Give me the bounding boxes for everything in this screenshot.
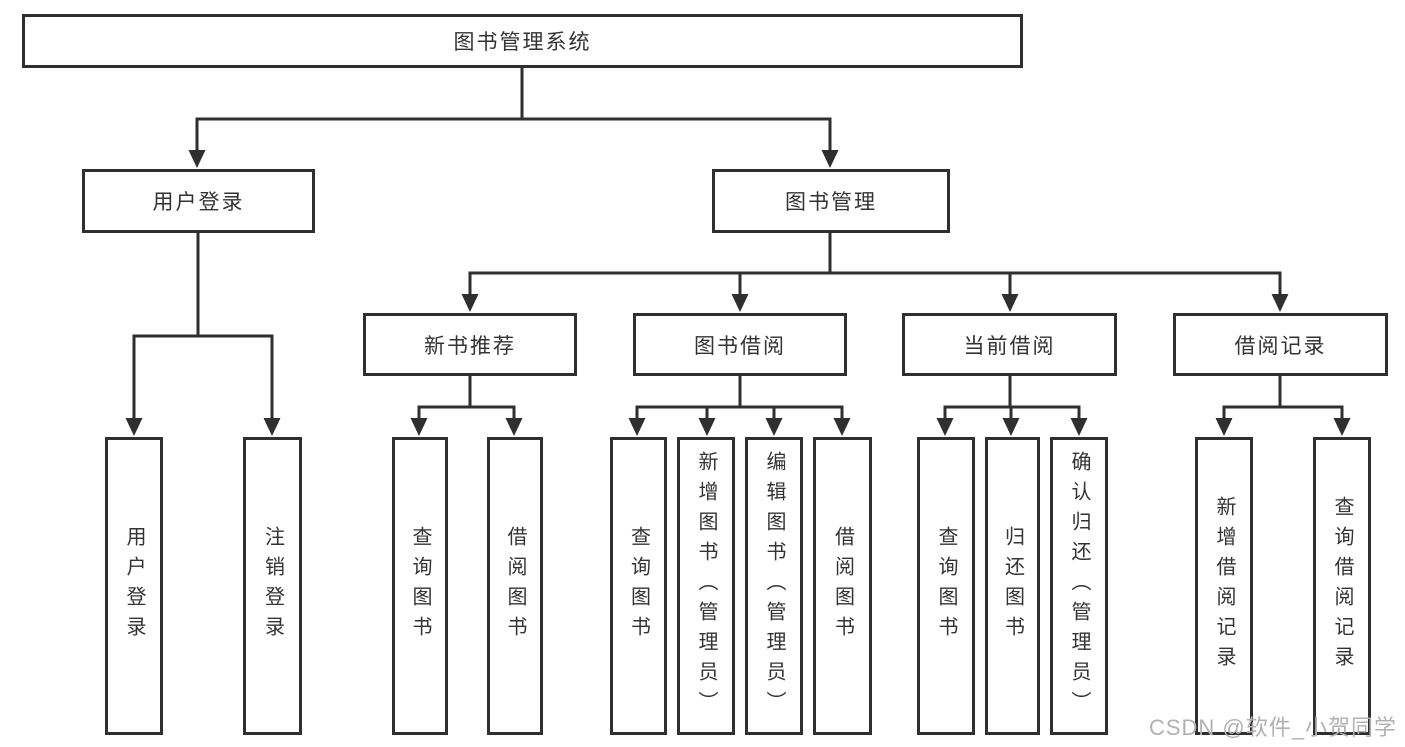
node-new-book-recommendation: 新书推荐 (363, 313, 577, 376)
node-leaf-cb-return-books: 归还图书 (985, 437, 1040, 735)
node-current-borrowing: 当前借阅 (902, 313, 1117, 376)
node-leaf-rec-borrow-books: 借阅图书 (487, 437, 543, 735)
node-leaf-bb-add-books-admin: 新增图书（管理员） (677, 437, 735, 735)
node-leaf-cb-confirm-return-admin: 确认归还（管理员） (1050, 437, 1108, 735)
node-leaf-user-login: 用户登录 (105, 437, 163, 735)
node-leaf-bb-query-books: 查询图书 (610, 437, 667, 735)
node-leaf-br-query-record: 查询借阅记录 (1313, 437, 1371, 735)
node-leaf-rec-query-books: 查询图书 (392, 437, 448, 735)
tree-edges (132, 66, 1344, 424)
node-leaf-br-add-record: 新增借阅记录 (1195, 437, 1253, 735)
node-leaf-logout: 注销登录 (243, 437, 302, 735)
node-borrowing-records: 借阅记录 (1173, 313, 1388, 376)
node-book-management: 图书管理 (712, 169, 950, 233)
node-leaf-cb-query-books: 查询图书 (917, 437, 975, 735)
node-book-borrowing: 图书借阅 (633, 313, 847, 376)
node-leaf-bb-edit-books-admin: 编辑图书（管理员） (745, 437, 803, 735)
node-user-login: 用户登录 (82, 169, 315, 233)
csdn-watermark: CSDN @软件_小贺同学 (1148, 715, 1397, 740)
node-library-management-system: 图书管理系统 (22, 14, 1023, 68)
node-leaf-bb-borrow-books: 借阅图书 (813, 437, 872, 735)
